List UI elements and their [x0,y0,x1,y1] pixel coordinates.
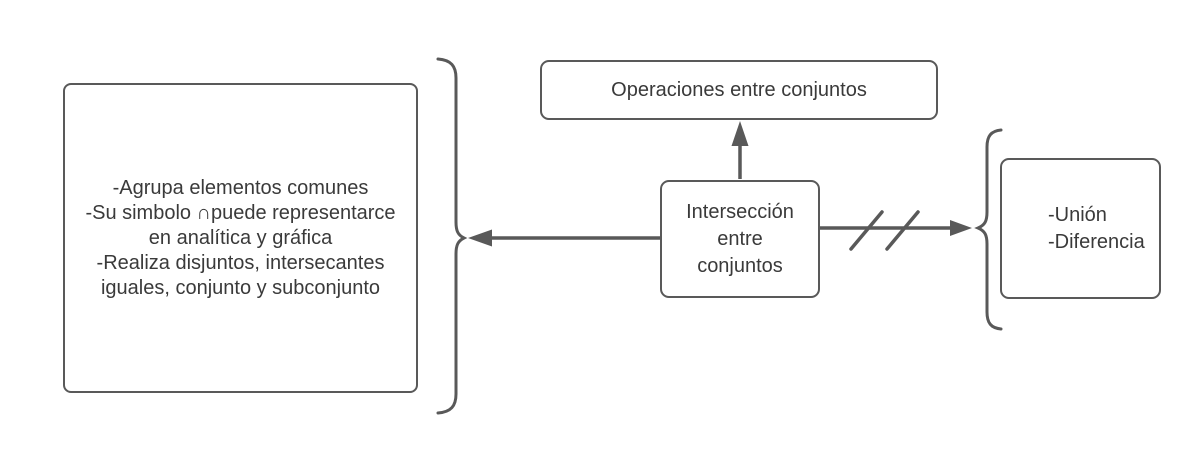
node-union-diferencia: -Unión -Diferencia [1000,158,1161,299]
node-text-line: -Su simbolo ∩puede representarce [85,201,396,224]
node-text-line: -Realiza disjuntos, intersecantes [96,251,385,274]
node-text-line: entre [717,227,763,250]
up-arrowhead-icon [731,121,749,146]
node-interseccion-entre-conjuntos: Intersección entre conjuntos [660,180,820,298]
break-slash-mark-2 [885,210,920,251]
node-text-line: Intersección [686,200,794,223]
node-text-line: -Agrupa elementos comunes [112,176,369,199]
node-interseccion-details: -Agrupa elementos comunes -Su simbolo ∩p… [63,83,418,393]
node-text-line: en analítica y gráfica [148,226,333,249]
left-curly-brace [436,57,468,415]
right-curly-brace [974,128,1003,331]
left-arrow-connector [468,229,661,247]
right-arrow-connector [820,210,972,251]
break-slash-mark-1 [849,210,884,251]
node-text-line: iguales, conjunto y subconjunto [100,276,381,299]
node-text-line: -Diferencia [1048,230,1145,253]
node-text-line: conjuntos [697,254,783,277]
right-arrowhead-icon [950,220,972,236]
node-text-line: -Unión [1048,203,1107,226]
left-arrowhead-icon [468,229,492,247]
node-operaciones-entre-conjuntos: Operaciones entre conjuntos [540,60,938,120]
up-arrow-connector [731,121,749,179]
node-title-text: Operaciones entre conjuntos [611,79,867,101]
